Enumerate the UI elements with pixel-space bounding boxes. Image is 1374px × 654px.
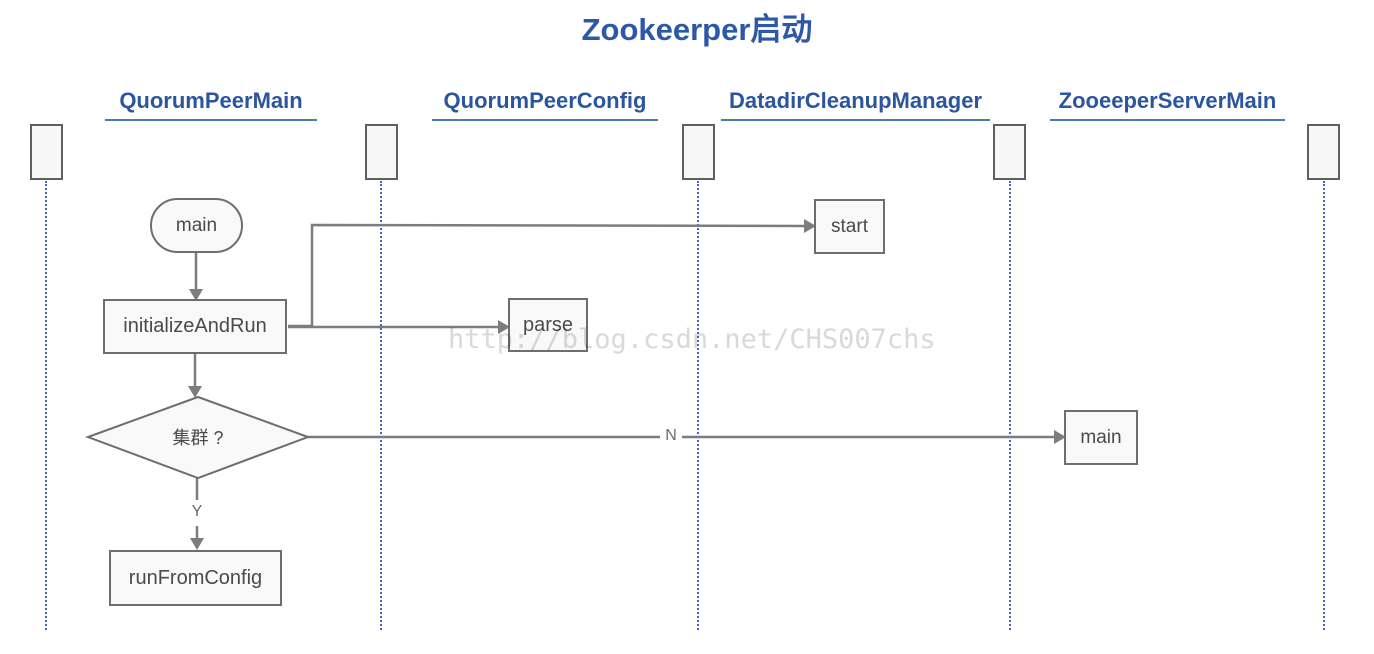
flow-node-main-entry: main: [150, 198, 243, 253]
activation-box-4: [993, 124, 1026, 180]
arrowhead-icon: [189, 289, 203, 301]
decision-diamond: [85, 395, 311, 480]
actor-underline: [105, 119, 317, 121]
branch-label-yes: Y: [191, 503, 203, 520]
actor-header-zooeeperservermain: ZooeeperServerMain: [1050, 88, 1285, 121]
actor-underline: [721, 119, 990, 121]
actor-header-quorumpeerconfig: QuorumPeerConfig: [432, 88, 658, 121]
arrowhead-icon: [804, 219, 816, 233]
actor-underline: [1050, 119, 1285, 121]
lifeline-4: [1009, 181, 1011, 630]
actor-label: QuorumPeerConfig: [443, 88, 647, 113]
lifeline-5: [1323, 181, 1325, 630]
arrowhead-icon: [498, 320, 510, 334]
activation-box-1: [30, 124, 63, 180]
flow-node-server-main: main: [1064, 410, 1138, 465]
flow-node-parse: parse: [508, 298, 588, 352]
activation-box-5: [1307, 124, 1340, 180]
decision-label-cluster: 集群 ?: [172, 428, 224, 448]
actor-label: DatadirCleanupManager: [728, 88, 983, 113]
actor-label: ZooeeperServerMain: [1058, 88, 1277, 113]
lifeline-3: [697, 181, 699, 630]
lifeline-1: [45, 181, 47, 630]
arrowhead-icon: [188, 386, 202, 398]
activation-box-2: [365, 124, 398, 180]
actor-label: QuorumPeerMain: [119, 88, 303, 113]
flow-node-start: start: [814, 199, 885, 254]
arrowhead-icon: [1054, 430, 1066, 444]
actor-underline: [432, 119, 658, 121]
lifeline-2: [380, 181, 382, 630]
arrowhead-icon: [190, 538, 204, 550]
actor-header-quorumpeermain: QuorumPeerMain: [105, 88, 317, 121]
branch-label-no: N: [660, 427, 682, 445]
flow-node-runfromconfig: runFromConfig: [109, 550, 282, 606]
page-title: Zookeerper启动: [581, 12, 813, 47]
activation-box-3: [682, 124, 715, 180]
flow-node-initializeandrun: initializeAndRun: [103, 299, 287, 354]
actor-header-datadircleanupmanager: DatadirCleanupManager: [721, 88, 990, 121]
